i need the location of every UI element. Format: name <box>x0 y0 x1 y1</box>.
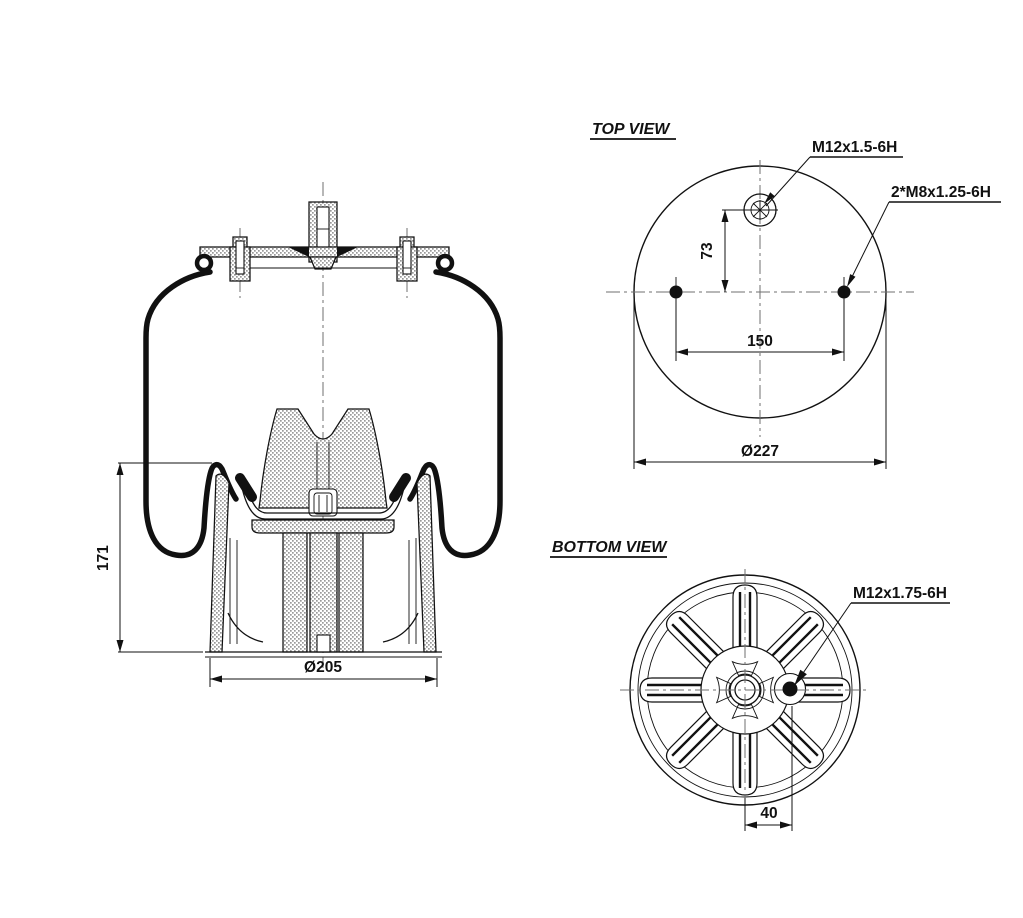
spoke <box>763 610 825 672</box>
dim-plate-diameter-text: Ø227 <box>741 443 779 460</box>
center-thread-label: M12x1.5-6H <box>812 139 897 156</box>
spoke <box>665 708 727 770</box>
leader-stud-thread: 2*M8x1.25-6H <box>847 184 1001 287</box>
bumper-fastener <box>308 488 338 517</box>
blind-nut-right <box>396 228 418 298</box>
hub-fan-east <box>759 676 775 704</box>
piston-seat-line-1 <box>246 486 400 514</box>
piston-rib-right <box>338 532 364 653</box>
spoke <box>732 584 758 651</box>
dim-height-text: 171 <box>95 545 112 571</box>
leader-offset-thread: M12x1.75-6H <box>794 585 950 686</box>
dimension-base-diameter: Ø205 <box>209 658 438 687</box>
bumper-body <box>258 408 388 509</box>
dim-center-offset-text: 73 <box>699 242 716 260</box>
spoke <box>732 729 758 796</box>
bellows-pinch-left <box>235 473 257 502</box>
dimension-height: 171 <box>95 462 212 653</box>
top-view-title: TOP VIEW <box>592 121 671 138</box>
dimension-hole-offset: 40 <box>744 706 793 831</box>
rubber-bellows <box>143 269 503 559</box>
bead-curl-left <box>194 253 214 273</box>
bottom-view-title: BOTTOM VIEW <box>552 539 668 556</box>
plate-gusset-left <box>288 247 309 257</box>
dim-hole-offset-text: 40 <box>760 805 777 822</box>
top-plate-assembly <box>194 201 455 298</box>
piston-tube-slot <box>316 634 331 653</box>
hub-fan-south <box>731 704 759 720</box>
piston-arch-right <box>382 612 419 643</box>
offset-thread-hole <box>782 681 798 697</box>
piston-wall-left <box>209 473 230 653</box>
stud-thread-label: 2*M8x1.25-6H <box>891 184 991 201</box>
piston <box>205 473 442 658</box>
blind-nut-left <box>229 228 251 298</box>
piston-center-tube <box>309 532 338 653</box>
piston-seat-line-2 <box>240 482 406 520</box>
dimension-center-offset: 73 <box>699 209 746 292</box>
side-view: 171 Ø205 <box>95 182 503 687</box>
hub-fan-north <box>731 660 759 676</box>
leader-center-thread: M12x1.5-6H <box>764 139 903 207</box>
dimension-stud-spacing: 150 <box>675 299 845 361</box>
piston-seat-plate <box>251 519 395 534</box>
dimension-plate-diameter: Ø227 <box>633 294 887 469</box>
spoke <box>665 610 727 672</box>
bellows-left-profile <box>143 269 239 559</box>
bumper <box>258 408 388 517</box>
boss-tail <box>309 256 337 270</box>
bellows-right-profile <box>407 269 503 559</box>
bottom-view: BOTTOM VIEW <box>550 539 950 831</box>
hub-fan-west <box>715 676 731 704</box>
piston-wall-right <box>416 473 437 653</box>
bead-curl-right <box>435 253 455 273</box>
piston-rib-left <box>282 532 308 653</box>
offset-thread-label: M12x1.75-6H <box>853 585 947 602</box>
piston-spokes <box>639 584 851 796</box>
dim-base-diameter-text: Ø205 <box>304 659 342 676</box>
top-view: TOP VIEW M12x1.5-6H 2*M8x1.25 <box>590 121 1001 469</box>
dim-stud-spacing-text: 150 <box>747 333 773 350</box>
bellows-pinch-right <box>389 473 411 502</box>
plate-gusset-right <box>337 247 358 257</box>
piston-arch-left <box>227 612 264 643</box>
